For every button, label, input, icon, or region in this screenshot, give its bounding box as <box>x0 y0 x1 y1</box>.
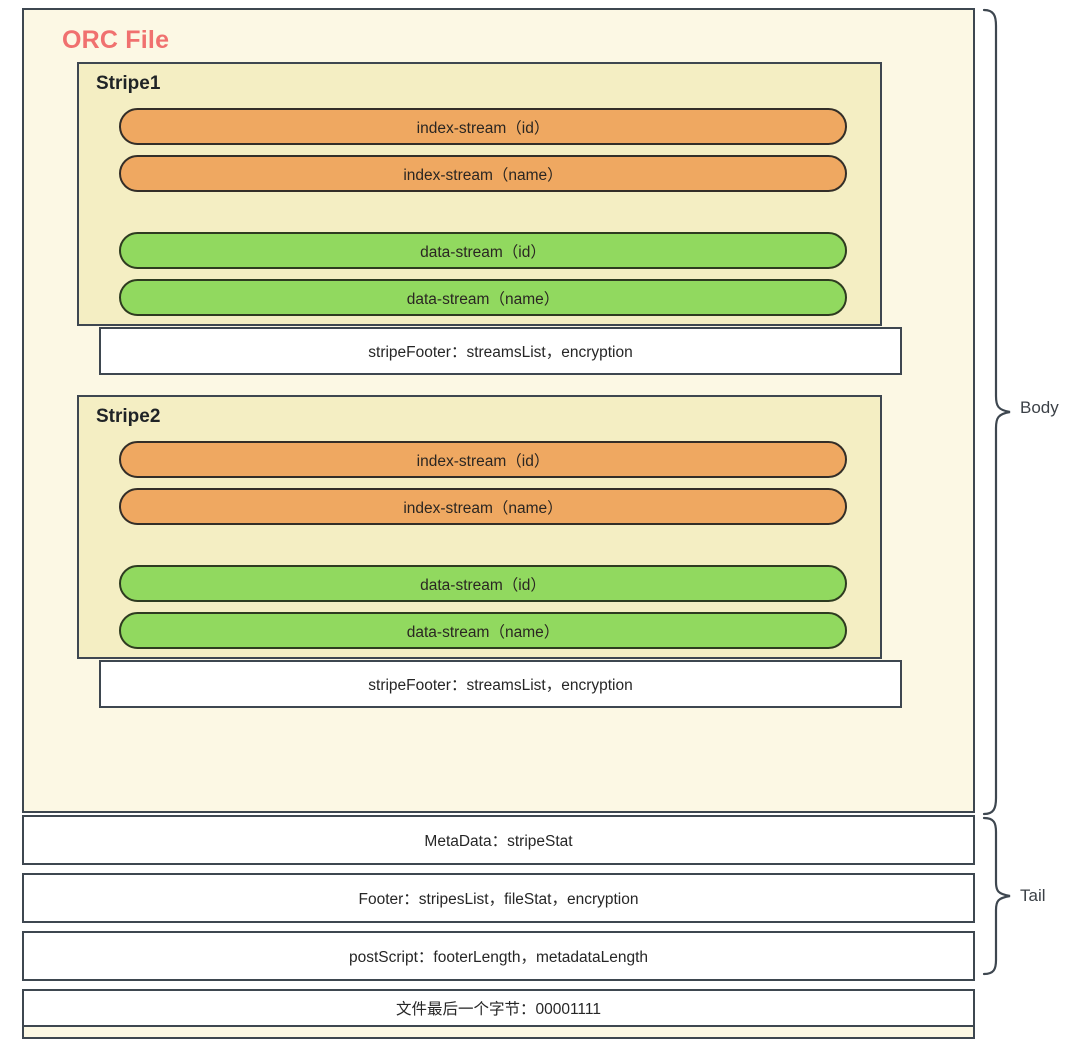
last-byte-row: 文件最后一个字节：00001111 <box>22 989 975 1027</box>
stripe-2-footer: stripeFooter：streamsList，encryption <box>99 660 902 708</box>
orc-file-container: ORC File Stripe1 index-stream（id） index-… <box>22 8 975 813</box>
stripe-1-footer: stripeFooter：streamsList，encryption <box>99 327 902 375</box>
footer-row: Footer：stripesList，fileStat，encryption <box>22 873 975 923</box>
stripe-1-index-stream-id: index-stream（id） <box>119 108 847 145</box>
body-brace-label: Body <box>1020 398 1059 417</box>
stripe-1-index-stream-name: index-stream（name） <box>119 155 847 192</box>
stripe-1-data-stream-name: data-stream（name） <box>119 279 847 316</box>
stripe-2-index-stream-id: index-stream（id） <box>119 441 847 478</box>
tail-brace-label: Tail <box>1020 886 1046 905</box>
tail-brace <box>982 816 1011 976</box>
body-brace <box>982 8 1011 816</box>
metadata-row: MetaData：stripeStat <box>22 815 975 865</box>
stripe-2-index-stream-name: index-stream（name） <box>119 488 847 525</box>
stripe-2-data-stream-name: data-stream（name） <box>119 612 847 649</box>
stripe-1-data-stream-id: data-stream（id） <box>119 232 847 269</box>
file-end-strip <box>22 1025 975 1039</box>
stripe-1-label: Stripe1 <box>96 73 161 94</box>
stripe-2-box: Stripe2 index-stream（id） index-stream（na… <box>77 395 882 659</box>
stripe-2-data-stream-id: data-stream（id） <box>119 565 847 602</box>
stripe-1-box: Stripe1 index-stream（id） index-stream（na… <box>77 62 882 326</box>
stripe-2-label: Stripe2 <box>96 406 161 427</box>
postscript-row: postScript：footerLength，metadataLength <box>22 931 975 981</box>
orc-file-title: ORC File <box>62 26 170 54</box>
